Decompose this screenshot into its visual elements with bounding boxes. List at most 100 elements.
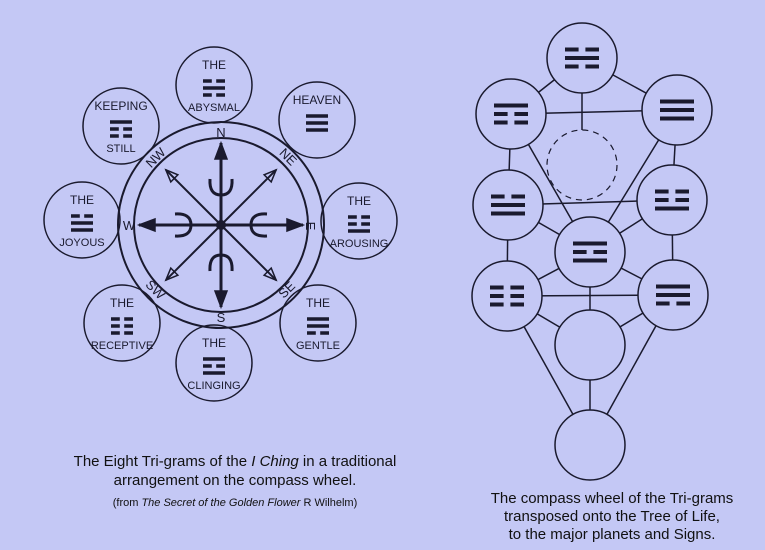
trigram-broken-line-left <box>655 198 669 202</box>
right-caption-line1: The compass wheel of the Tri-grams <box>490 490 734 507</box>
compass-arrow <box>164 168 222 226</box>
compass-arrows <box>136 140 306 310</box>
right-caption: The compass wheel of the Tri-grams trans… <box>462 490 762 544</box>
source-pre: (from <box>112 497 142 509</box>
tree-node-empty-yesod <box>554 309 626 381</box>
trigram-broken-line-left <box>203 79 212 83</box>
tree-nodes <box>471 22 713 481</box>
trigram-arousing-icon <box>348 215 370 233</box>
trigram-broken-line-left <box>348 215 357 219</box>
trigram-receptive-icon <box>111 317 133 335</box>
trigram-broken-line-right <box>593 250 607 254</box>
trigram-broken-line-right <box>511 194 525 199</box>
source-italic: The Secret of the Golden Flower <box>141 497 301 509</box>
compass-arrow <box>164 224 222 282</box>
trigram-heaven-icon <box>306 114 328 132</box>
compass-trigram-nodes: THEABYSMALHEAVENTHEAROUSINGTHEGENTLETHEC… <box>43 46 398 402</box>
trigram-broken-line-right <box>585 64 599 69</box>
tree-node-circle <box>636 164 708 236</box>
trigram-solid-line <box>660 99 694 104</box>
trigram-label-bottom: ABYSMAL <box>188 102 240 114</box>
trigram-broken-line-right <box>361 222 370 226</box>
trigram-broken-line-left <box>348 222 357 226</box>
trigram-label-bottom: AROUSING <box>330 238 389 250</box>
trigram-broken-line-left <box>71 214 80 218</box>
tree-node-upL <box>475 78 547 150</box>
trigram-clinging-icon <box>203 357 225 375</box>
trigram-node-arousing: THE AROUSING <box>320 182 398 260</box>
tree-node-lowR <box>637 259 709 331</box>
trigram-broken-line-left <box>655 189 669 194</box>
tree-node-circle <box>471 260 543 332</box>
letter-n: N <box>216 125 225 140</box>
tree-trigram-top-icon <box>565 47 599 69</box>
trigram-solid-line <box>655 206 689 211</box>
trigram-broken-line-right <box>84 214 93 218</box>
trigram-broken-line-left <box>494 112 508 116</box>
tree-node-daath <box>546 129 618 201</box>
letter-ne: NE <box>276 145 300 169</box>
trigram-broken-line-right <box>124 331 133 335</box>
trigram-solid-line <box>71 228 93 232</box>
trigram-solid-line <box>565 56 599 60</box>
trigram-broken-line-right <box>510 294 524 298</box>
tree-node-upR <box>641 74 713 146</box>
trigram-solid-line <box>110 120 132 124</box>
trigram-broken-line-right <box>123 127 132 131</box>
trigram-node-circle <box>279 284 357 362</box>
trigram-solid-line <box>660 108 694 112</box>
trigram-broken-line-left <box>494 120 508 125</box>
compass-arrow <box>221 212 306 238</box>
trigram-broken-line-right <box>676 301 690 306</box>
tree-trigram-center-icon <box>573 241 607 263</box>
trigram-solid-line <box>573 241 607 246</box>
trigram-broken-line-right <box>216 364 225 368</box>
trigram-label-top: THE <box>202 336 226 350</box>
letter-s: S <box>217 310 226 325</box>
trigram-broken-line-right <box>514 120 528 125</box>
letter-w: W <box>123 218 136 233</box>
tree-node-circle <box>475 78 547 150</box>
trigram-solid-line <box>306 121 328 125</box>
compass-arrow <box>220 224 278 282</box>
trigram-abysmal-icon <box>203 79 225 97</box>
trigram-solid-line <box>573 258 607 263</box>
trigram-node-heaven: HEAVEN <box>278 81 356 159</box>
source-caption: (from The Secret of the Golden Flower R … <box>10 497 460 509</box>
trigram-broken-line-left <box>111 317 120 321</box>
left-caption-line2: arrangement on the compass wheel. <box>113 472 357 489</box>
trigram-broken-line-left <box>110 134 119 138</box>
left-caption-post: in a traditional <box>298 453 397 470</box>
trigram-solid-line <box>660 116 694 121</box>
tree-trigram-upL-icon <box>494 103 528 125</box>
compass-arrow <box>208 140 234 225</box>
trigram-broken-line-right <box>123 134 132 138</box>
trigram-node-circle <box>43 181 121 259</box>
trigram-broken-line-left <box>565 64 579 69</box>
trigram-broken-line-left <box>656 301 670 306</box>
trigram-node-circle <box>278 81 356 159</box>
trigram-label-top: THE <box>202 58 226 72</box>
trigram-label-top: THE <box>347 194 371 208</box>
tree-node-midR <box>636 164 708 236</box>
trigram-solid-line <box>203 371 225 375</box>
trigram-label-top: HEAVEN <box>293 93 341 107</box>
trigram-solid-line <box>656 293 690 297</box>
compass-arrow <box>208 225 234 310</box>
trigram-solid-line <box>306 114 328 118</box>
trigram-node-circle <box>83 284 161 362</box>
trigram-solid-line <box>348 229 370 233</box>
trigram-label-top: THE <box>306 296 330 310</box>
trigram-broken-line-right <box>361 215 370 219</box>
left-caption: The Eight Tri-grams of the I Ching in a … <box>10 452 460 490</box>
trigram-label-bottom: JOYOUS <box>59 237 104 249</box>
trigram-keeping-icon <box>110 120 132 138</box>
trigram-broken-line-left <box>203 364 212 368</box>
trigram-broken-line-left <box>111 331 120 335</box>
trigram-broken-line-right <box>510 302 524 307</box>
trigram-joyous-icon <box>71 214 93 232</box>
